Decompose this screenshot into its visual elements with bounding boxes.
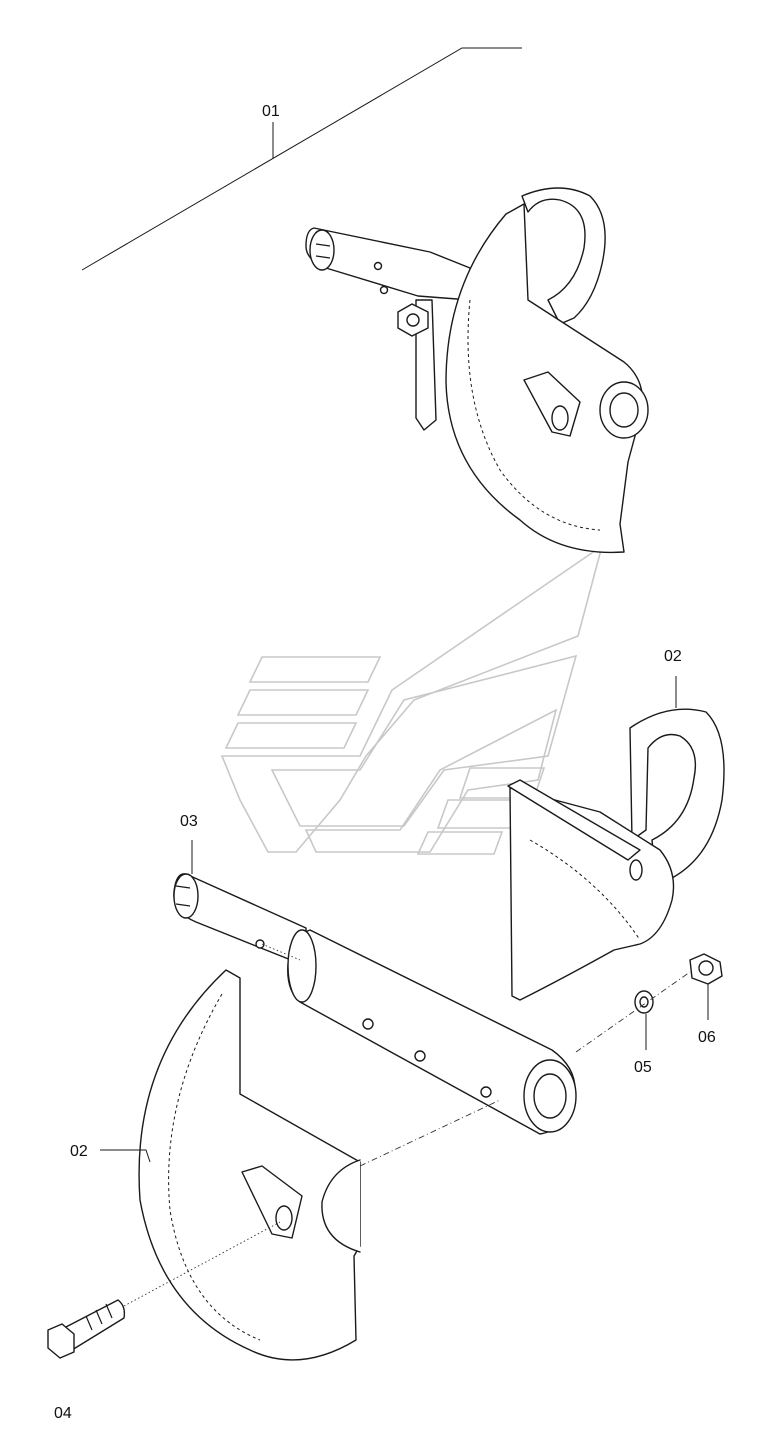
- centerline-shaft-nut: [575, 971, 691, 1053]
- callout-01: 01: [81, 47, 522, 271]
- part-02-upper-flange: [507, 779, 641, 861]
- leader-line-02-lower: [100, 1149, 151, 1163]
- label-05: 05: [634, 1059, 652, 1076]
- label-03: 03: [180, 813, 198, 830]
- centerline-shaft-sleeve: [261, 943, 301, 961]
- centerline-bolt: [123, 1221, 281, 1307]
- part-01-assembly: [305, 187, 649, 554]
- part-02-upper-plate: [509, 787, 675, 1001]
- label-01: 01: [262, 103, 280, 120]
- leader-line-01: [81, 47, 522, 271]
- assembly-centerlines: [123, 943, 691, 1307]
- watermark-logo: [220, 544, 604, 855]
- label-06: 06: [698, 1029, 716, 1046]
- label-02-upper: 02: [664, 648, 682, 665]
- part-01-shaft: [305, 227, 471, 301]
- part-02-lower: 02: [70, 969, 361, 1361]
- part-03-shaft: 03: [173, 813, 577, 1135]
- part-02-upper: 02: [507, 648, 725, 1001]
- part-02-lower-cutout: [321, 1159, 361, 1253]
- part-04-bolt: 04: [47, 1299, 126, 1422]
- label-02-lower: 02: [70, 1143, 88, 1160]
- part-01-yoke: [521, 187, 606, 325]
- part-02-lower-plate: [138, 969, 361, 1361]
- part-05-washer: 05: [634, 990, 654, 1076]
- part-01-lever: [415, 299, 437, 431]
- centerline-bracket-sleeve: [359, 1099, 501, 1167]
- part-06-nut: 06: [689, 953, 723, 1046]
- label-04: 04: [54, 1405, 72, 1422]
- part-04-bolt-head: [47, 1323, 75, 1359]
